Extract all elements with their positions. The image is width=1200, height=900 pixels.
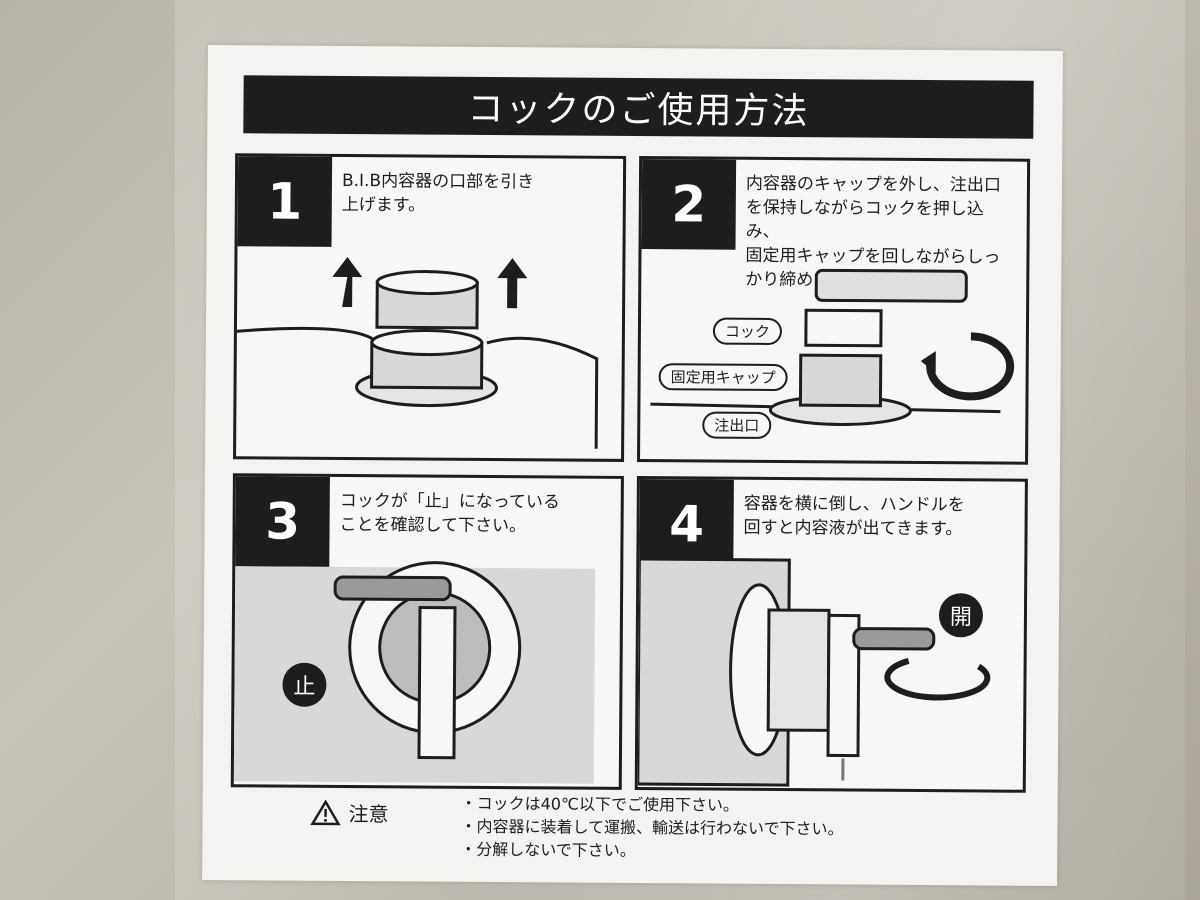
instruction-sheet: コックのご使用方法 1 B.I.B内容器の口部を引き 上げます。 2 内容器のキ… [202,45,1063,886]
up-arrow-icon [497,258,528,309]
pull-spout-illustration [236,257,599,449]
caution-item: コックは40℃以下でご使用下さい。 [461,792,844,818]
warning-icon [310,799,341,825]
pour-illustration [637,557,991,787]
label-cock: コック [712,317,783,346]
step-panel-1: 1 B.I.B内容器の口部を引き 上げます。 [233,153,627,462]
caution-item: 内容器に装着して運搬、輸送は行わないで下さい。 [460,815,843,841]
caution-label: 注意 [348,802,389,827]
step-panel-2: 2 内容器のキャップを外し、注出口 を保持しながらコックを押し込み、 固定用キャ… [637,156,1031,465]
caution-list: コックは40℃以下でご使用下さい。 内容器に装着して運搬、輸送は行わないで下さい… [460,792,844,864]
rotate-arrow-icon [920,351,936,374]
attach-cock-illustration [650,268,1015,426]
open-mark: 開 [938,593,984,638]
caution-heading: 注意 [310,798,389,828]
step-panel-4: 4 容器を横に倒し、ハンドルを 回すと内容液が出てきます。 開 [634,476,1028,793]
up-arrow-icon [332,257,363,308]
caution-item: 分解しないで下さい。 [460,838,843,864]
label-spout: 注出口 [702,411,772,439]
step-panel-3: 3 コックが「止」になっている ことを確認して下さい。 止 [230,473,624,790]
page-title: コックのご使用方法 [243,75,1034,139]
label-fixing-cap: 固定用キャップ [658,363,788,392]
stop-mark: 止 [282,662,327,707]
check-stop-illustration [233,561,596,784]
